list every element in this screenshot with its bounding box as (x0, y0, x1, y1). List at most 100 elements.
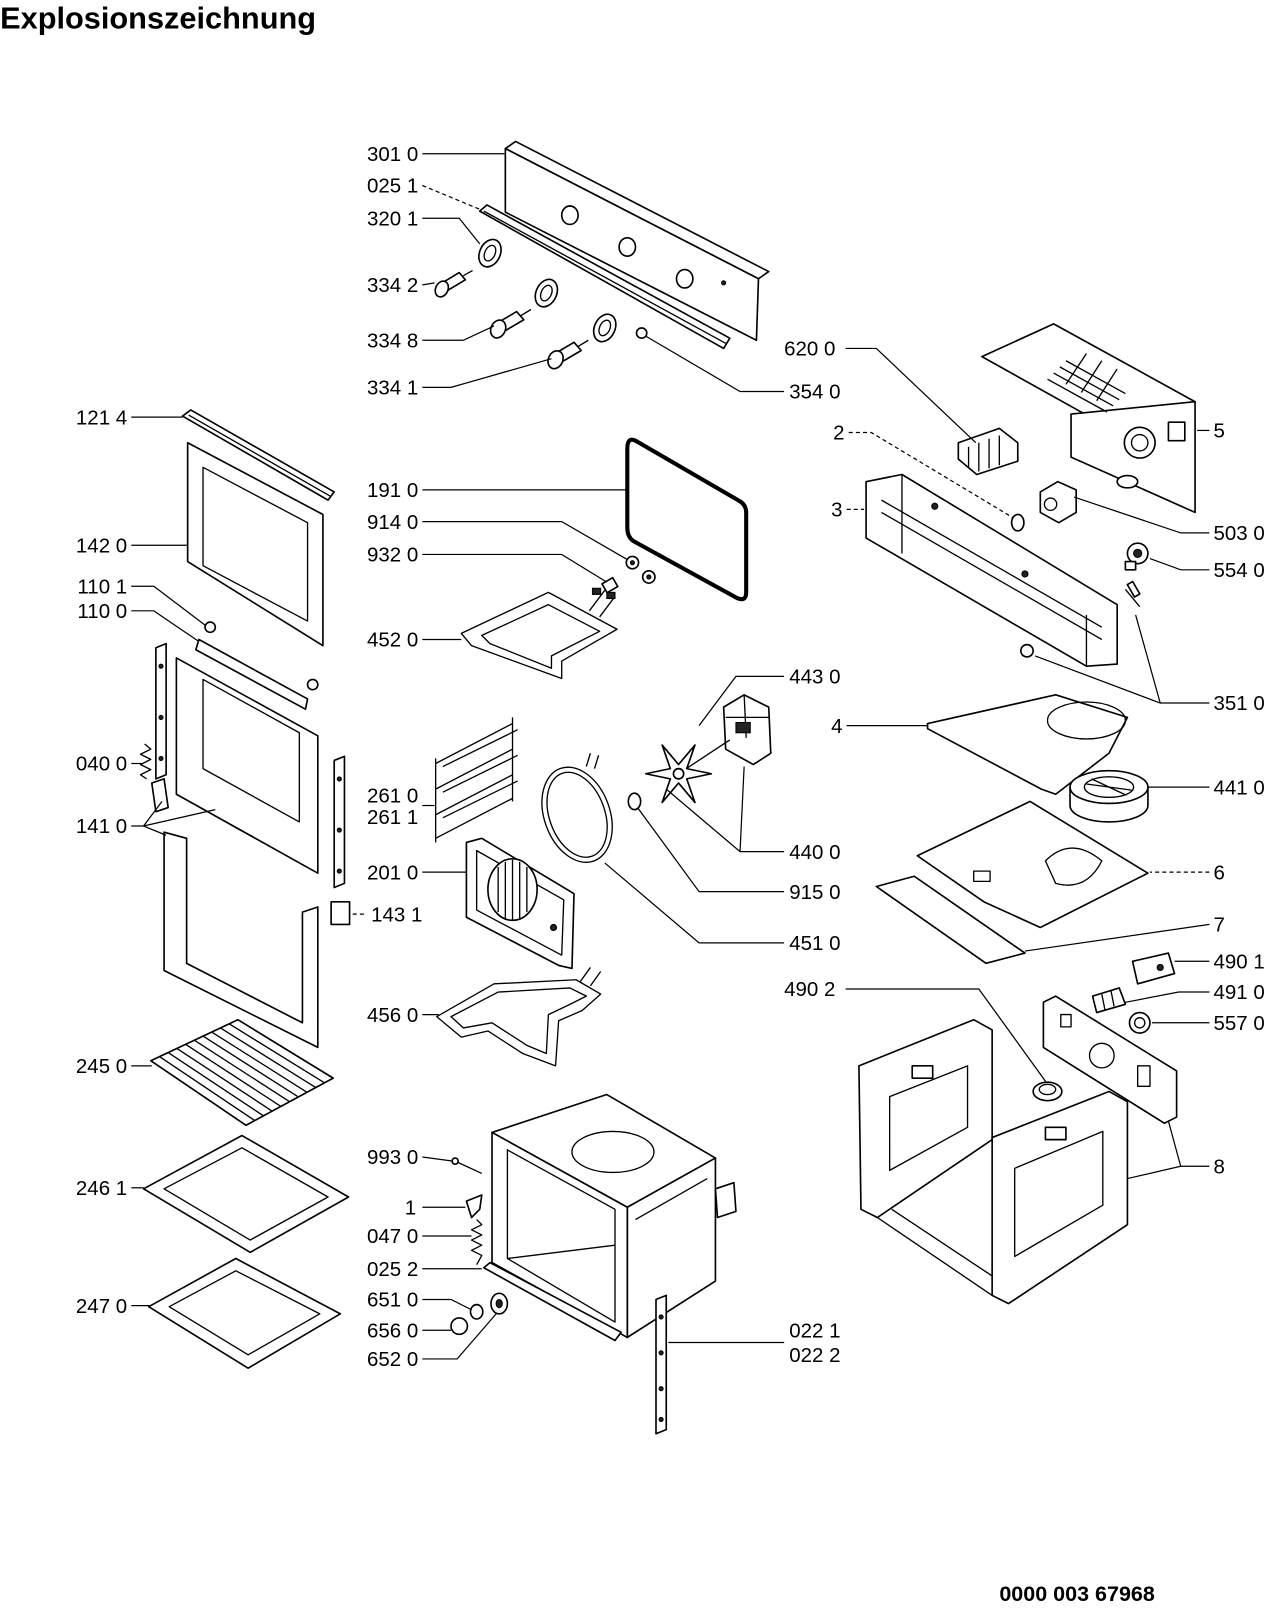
leader-490-2 (845, 988, 1046, 1082)
thermostat-part (1128, 1011, 1151, 1034)
callout-6: 6 (1214, 861, 1225, 884)
leader-652-0 (422, 1313, 497, 1360)
leader-554-0 (1149, 557, 1210, 571)
leader-8 (1127, 1121, 1210, 1180)
leader-651-0 (422, 1298, 472, 1311)
top-heating-element-part (460, 587, 618, 680)
inner-glass-pane-part (186, 441, 324, 647)
knob-part (434, 269, 473, 298)
callout-503-0: 503 0 (1214, 522, 1265, 545)
callout-261-0: 261 0 (367, 784, 418, 807)
callout-040-0: 040 0 (76, 753, 127, 776)
door-top-strip-part (181, 409, 336, 501)
door-hinge-left-part (155, 642, 167, 780)
clip-part (465, 1194, 483, 1219)
leader-451-0 (604, 862, 785, 944)
bracket-part (1131, 952, 1176, 985)
leader-025-1 (422, 184, 483, 211)
callout-993-0: 993 0 (367, 1146, 418, 1169)
cavity-spring-part (470, 1219, 483, 1265)
leader-334-8 (422, 325, 495, 341)
callout-025-2: 025 2 (367, 1258, 418, 1281)
leader-993-0 (422, 1156, 454, 1162)
callout-191-0: 191 0 (367, 479, 418, 502)
door-bracket-part (150, 778, 169, 813)
lamp-fitting-parts (450, 1292, 509, 1336)
side-rack-parts (434, 717, 518, 843)
leader-914-0 (422, 521, 628, 561)
document-number: 0000 003 67968 (999, 1582, 1155, 1606)
fan-motor-part (722, 694, 772, 766)
callout-557-0: 557 0 (1214, 1012, 1265, 1035)
callout-8: 8 (1214, 1155, 1225, 1178)
nut-parts (601, 555, 656, 594)
leader-110-0 (131, 610, 200, 643)
leader-491-0 (1125, 991, 1210, 1003)
callout-656-0: 656 0 (367, 1319, 418, 1342)
callout-201-0: 201 0 (367, 861, 418, 884)
ring-heating-element-part (541, 753, 613, 863)
leader-lines (131, 153, 1210, 1360)
fan-bushing-part (627, 792, 642, 811)
leader-351-0 (1034, 614, 1210, 704)
callout-1: 1 (405, 1196, 416, 1219)
callout-354-0: 354 0 (789, 381, 840, 404)
panel-rail-part (478, 204, 731, 350)
callout-022-2: 022 2 (789, 1344, 840, 1367)
top-cover-plate-part (926, 694, 1129, 796)
callout-labels: 301 0 025 1 320 1 334 2 334 8 334 1 191 … (76, 143, 1265, 1371)
callout-142-0: 142 0 (76, 534, 127, 557)
callout-246-1: 246 1 (76, 1177, 127, 1200)
bottom-heating-element-part (436, 967, 602, 1067)
fan-housing-part (1069, 769, 1149, 823)
baking-tray-part (142, 1134, 350, 1254)
callout-490-2: 490 2 (784, 978, 835, 1001)
cooling-fan-motor-part (1039, 480, 1078, 524)
knob-part (547, 339, 589, 370)
wire-rack-part (149, 1018, 334, 1127)
grommet-part (1032, 1081, 1063, 1102)
callout-245-0: 245 0 (76, 1055, 127, 1078)
drip-pan-part (147, 1257, 342, 1369)
leader-503-0 (1073, 496, 1210, 534)
callout-915-0: 915 0 (789, 881, 840, 904)
fan-cover-plate-part (465, 837, 575, 970)
leader-110-1 (131, 585, 206, 626)
callout-441-0: 441 0 (1214, 776, 1265, 799)
leader-2 (848, 431, 1013, 519)
callout-440-0: 440 0 (789, 841, 840, 864)
callout-554-0: 554 0 (1214, 559, 1265, 582)
pin-part (635, 327, 648, 340)
switch-part (1124, 542, 1149, 571)
leader-620-0 (845, 347, 977, 444)
knob-part (489, 308, 532, 339)
door-gasket-part (625, 437, 749, 602)
callout-443-0: 443 0 (789, 666, 840, 689)
leader-932-0 (422, 553, 608, 583)
callout-141-0: 141 0 (76, 815, 127, 838)
hinge-pin-parts (1020, 580, 1141, 658)
rear-panel-part (1042, 995, 1178, 1125)
leader-440-0 (665, 766, 785, 853)
callout-334-2: 334 2 (367, 274, 418, 297)
callout-261-1: 261 1 (367, 806, 418, 829)
callout-451-0: 451 0 (789, 932, 840, 955)
leader-320-1 (422, 217, 481, 245)
callout-914-0: 914 0 (367, 511, 418, 534)
callout-320-1: 320 1 (367, 207, 418, 230)
leader-141-0 (131, 801, 216, 836)
callout-2: 2 (833, 422, 844, 445)
leader-915-0 (637, 807, 785, 893)
leader-354-0 (645, 335, 785, 393)
callout-110-0: 110 0 (77, 600, 127, 623)
callout-334-1: 334 1 (367, 377, 418, 400)
callout-351-0: 351 0 (1214, 692, 1265, 715)
fan-blade-part (644, 739, 731, 804)
callout-110-1: 110 1 (77, 575, 127, 598)
door-hinge-right-part (333, 755, 346, 889)
screw-part (451, 1157, 483, 1175)
callout-047-0: 047 0 (367, 1225, 418, 1248)
callout-932-0: 932 0 (367, 544, 418, 567)
leader-7 (1024, 923, 1210, 952)
